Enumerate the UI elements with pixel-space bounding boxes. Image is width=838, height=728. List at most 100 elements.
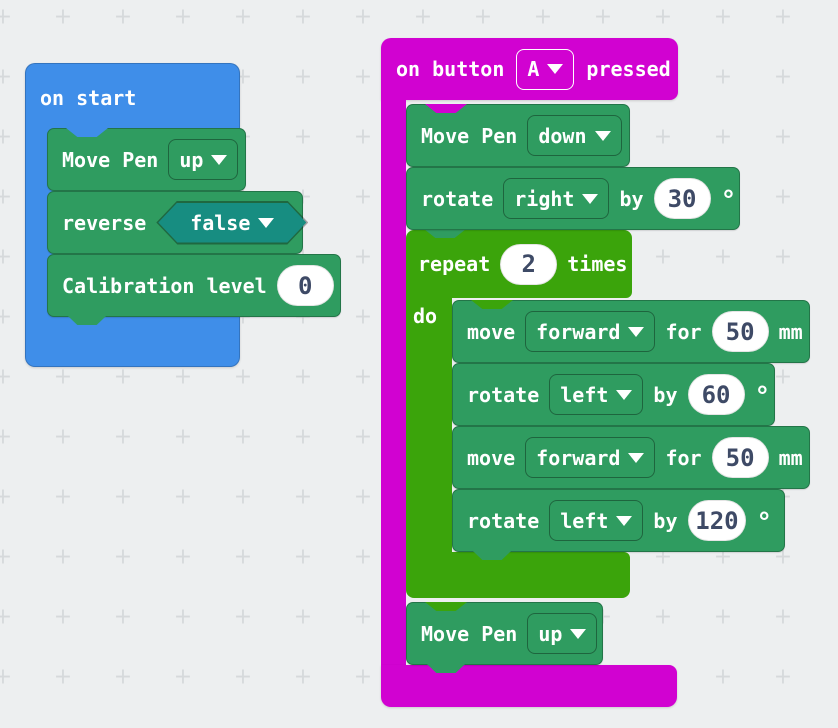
direction-dropdown[interactable]: forward bbox=[525, 311, 656, 352]
block-label: reverse bbox=[62, 210, 147, 235]
on-button-block-spine[interactable] bbox=[381, 98, 406, 667]
block-label: rotate bbox=[421, 186, 494, 211]
grid-cross: + bbox=[353, 124, 373, 150]
chevron-down-icon bbox=[570, 628, 587, 639]
grid-cross: + bbox=[53, 604, 73, 630]
grid-cross: + bbox=[113, 424, 133, 450]
chevron-down-icon bbox=[582, 193, 599, 204]
dropdown-value: up bbox=[179, 147, 204, 172]
block-label: rotate bbox=[467, 382, 540, 407]
grid-cross: + bbox=[353, 604, 373, 630]
grid-cross: + bbox=[353, 64, 373, 90]
move-block[interactable]: move forward for 50 mm bbox=[452, 426, 810, 489]
grid-cross: + bbox=[0, 244, 13, 270]
dropdown-value: A bbox=[527, 57, 540, 81]
calibration-level-block[interactable]: Calibration level 0 bbox=[47, 254, 341, 325]
rotate-block[interactable]: rotate right by 30 ° bbox=[406, 167, 740, 230]
grid-cross: + bbox=[773, 64, 793, 90]
chevron-down-icon bbox=[594, 130, 611, 141]
grid-cross: + bbox=[233, 664, 253, 690]
dropdown-value: right bbox=[514, 186, 575, 211]
grid-cross: + bbox=[173, 4, 193, 30]
number-field[interactable]: 50 bbox=[711, 437, 769, 478]
grid-cross: + bbox=[713, 664, 733, 690]
block-notch bbox=[424, 229, 466, 238]
move-pen-block[interactable]: Move Pen up bbox=[47, 128, 246, 191]
grid-cross: + bbox=[53, 424, 73, 450]
on-button-block-footer[interactable] bbox=[381, 665, 677, 707]
button-dropdown[interactable]: A bbox=[516, 48, 575, 90]
grid-cross: + bbox=[0, 64, 13, 90]
boolean-dropdown[interactable]: false bbox=[156, 200, 309, 245]
reverse-block[interactable]: reverse false bbox=[47, 191, 309, 254]
number-field[interactable]: 60 bbox=[687, 374, 745, 415]
chevron-down-icon bbox=[258, 217, 275, 228]
grid-cross: + bbox=[113, 364, 133, 390]
direction-dropdown[interactable]: left bbox=[549, 500, 644, 541]
chevron-down-icon bbox=[616, 389, 633, 400]
grid-cross: + bbox=[293, 484, 313, 510]
number-field[interactable]: 0 bbox=[276, 265, 334, 306]
grid-cross: + bbox=[293, 4, 313, 30]
chevron-down-icon bbox=[628, 452, 645, 463]
number-field[interactable]: 2 bbox=[500, 243, 558, 285]
dropdown-value: up bbox=[538, 621, 563, 646]
grid-cross: + bbox=[233, 484, 253, 510]
block-label: repeat bbox=[418, 252, 491, 276]
pen-position-dropdown[interactable]: down bbox=[527, 115, 622, 156]
grid-cross: + bbox=[353, 424, 373, 450]
unit-label: ° bbox=[756, 507, 772, 538]
grid-cross: + bbox=[353, 304, 373, 330]
grid-cross: + bbox=[293, 424, 313, 450]
grid-cross: + bbox=[413, 4, 433, 30]
rotate-block[interactable]: rotate left by 120 ° bbox=[452, 489, 785, 560]
dropdown-value: left bbox=[560, 382, 609, 407]
repeat-block-spine[interactable]: do bbox=[406, 296, 452, 556]
grid-cross: + bbox=[653, 124, 673, 150]
grid-cross: + bbox=[53, 664, 73, 690]
grid-cross: + bbox=[773, 4, 793, 30]
grid-cross: + bbox=[173, 544, 193, 570]
move-pen-block[interactable]: Move Pen up bbox=[406, 602, 603, 673]
repeat-block[interactable]: repeat 2 times bbox=[406, 229, 632, 298]
grid-cross: + bbox=[0, 604, 13, 630]
grid-cross: + bbox=[713, 64, 733, 90]
number-field[interactable]: 50 bbox=[711, 311, 769, 352]
grid-cross: + bbox=[713, 244, 733, 270]
grid-cross: + bbox=[0, 184, 13, 210]
direction-dropdown[interactable]: right bbox=[503, 178, 610, 219]
grid-cross: + bbox=[353, 544, 373, 570]
grid-cross: + bbox=[353, 664, 373, 690]
grid-cross: + bbox=[113, 484, 133, 510]
block-label: Move Pen bbox=[62, 147, 159, 172]
repeat-block-footer[interactable] bbox=[406, 552, 630, 598]
dropdown-value: forward bbox=[536, 445, 621, 470]
chevron-down-icon bbox=[547, 64, 564, 74]
dropdown-value: false bbox=[190, 210, 251, 235]
grid-cross: + bbox=[353, 244, 373, 270]
grid-cross: + bbox=[293, 364, 313, 390]
number-field[interactable]: 120 bbox=[687, 500, 747, 541]
grid-cross: + bbox=[353, 4, 373, 30]
block-label: Move Pen bbox=[421, 621, 518, 646]
direction-dropdown[interactable]: left bbox=[549, 374, 644, 415]
grid-cross: + bbox=[53, 364, 73, 390]
on-button-pressed-block[interactable]: on button A pressed bbox=[381, 38, 678, 100]
move-block[interactable]: move forward for 50 mm bbox=[452, 300, 810, 363]
grid-cross: + bbox=[293, 124, 313, 150]
grid-cross: + bbox=[233, 604, 253, 630]
grid-cross: + bbox=[113, 664, 133, 690]
rotate-block[interactable]: rotate left by 60 ° bbox=[452, 363, 775, 426]
number-field[interactable]: 30 bbox=[653, 178, 711, 219]
block-label: Move Pen bbox=[421, 123, 518, 148]
pen-position-dropdown[interactable]: up bbox=[168, 139, 239, 180]
move-pen-block[interactable]: Move Pen down bbox=[406, 104, 630, 167]
grid-cross: + bbox=[533, 4, 553, 30]
hat-label-suffix: pressed bbox=[586, 57, 671, 81]
direction-dropdown[interactable]: forward bbox=[525, 437, 656, 478]
grid-cross: + bbox=[173, 484, 193, 510]
pen-position-dropdown[interactable]: up bbox=[527, 613, 598, 654]
grid-cross: + bbox=[233, 364, 253, 390]
grid-cross: + bbox=[353, 364, 373, 390]
